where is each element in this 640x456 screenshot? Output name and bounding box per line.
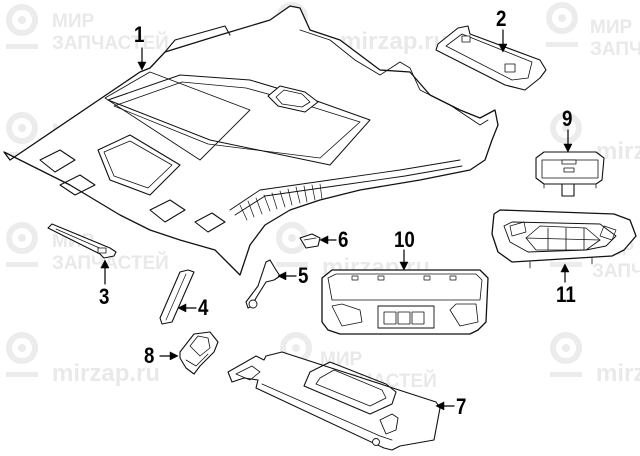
- part-1-headliner: [3, 5, 499, 276]
- watermark-text-line1: МИР: [590, 17, 633, 38]
- callout-part-6: 6: [338, 227, 349, 252]
- part-8-visor-holder: [179, 331, 219, 375]
- part-7-sun-visor: [227, 351, 441, 451]
- watermark-text-line2: ЗАПЧАСТЕЙ: [52, 253, 169, 274]
- callout-part-9: 9: [562, 106, 573, 131]
- part-4-pillar-trim: [159, 269, 195, 325]
- part-6-clip: [299, 233, 321, 249]
- watermark-logo-icon: [6, 4, 38, 49]
- callout-part-11: 11: [556, 282, 576, 307]
- part-11-front-map-lamp: [491, 209, 637, 269]
- watermark-text-line2: ЗАПЧАСТЕЙ: [592, 261, 640, 282]
- watermark-logo-icon: [550, 332, 582, 377]
- watermark-url: mirzap.ru: [596, 360, 640, 387]
- part-3-trim-strip: [47, 223, 117, 259]
- callout-part-5: 5: [298, 263, 309, 288]
- callout-part-7: 7: [456, 394, 467, 419]
- callout-part-3: 3: [99, 284, 110, 309]
- watermark-logo-icon: [546, 2, 578, 47]
- callout-part-2: 2: [496, 6, 507, 31]
- part-10-overhead-console: [321, 269, 489, 335]
- part-2-grab-handle-cover: [435, 25, 547, 91]
- watermark-url: mirzap.ru: [52, 360, 161, 387]
- callout-part-1: 1: [134, 22, 145, 47]
- part-5-wire-clip: [245, 259, 281, 309]
- part-9-rear-dome-lamp: [535, 151, 605, 197]
- watermark-text-line2: ЗАПЧАСТЕЙ: [590, 39, 640, 60]
- watermark-logo-icon: [6, 222, 38, 267]
- watermark-text-line1: МИР: [52, 11, 95, 32]
- watermark-text-line2: ЗАПЧАСТЕЙ: [52, 33, 169, 54]
- watermark-text-line1: МИР: [320, 349, 363, 370]
- callout-part-4: 4: [198, 295, 209, 320]
- watermark-logo-icon: [6, 332, 38, 377]
- leader-lines: [100, 29, 573, 411]
- callout-part-10: 10: [394, 227, 415, 252]
- watermark-url: mirzap.ru: [340, 28, 449, 55]
- callout-part-8: 8: [144, 343, 155, 368]
